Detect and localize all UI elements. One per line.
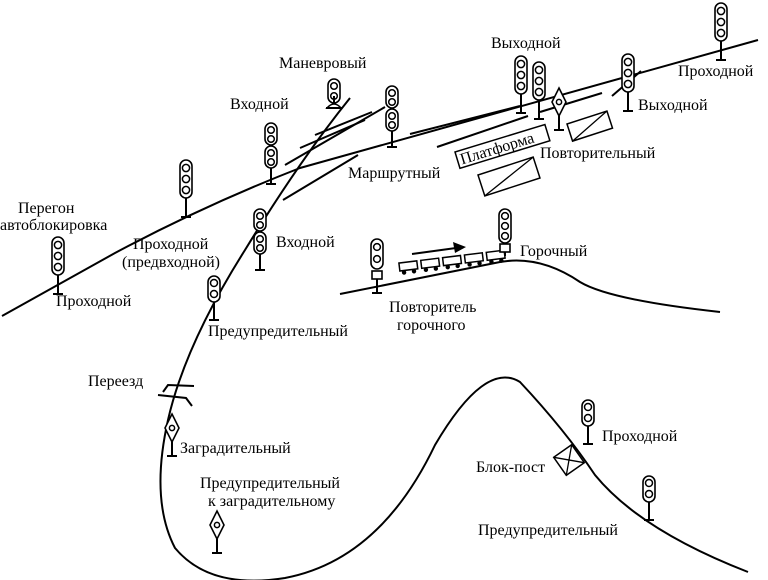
label-blok-post: Блок-пост bbox=[476, 459, 545, 476]
signal-prohodnoy-left bbox=[51, 236, 65, 295]
label-preduprezhd-zag: Предупредительный bbox=[200, 475, 340, 492]
station-track bbox=[284, 106, 386, 166]
label-marshrutny: Маршрутный bbox=[348, 165, 441, 182]
signal-prohodnoy-right bbox=[581, 399, 595, 445]
level-crossing-mark bbox=[157, 383, 195, 407]
station-track bbox=[539, 92, 603, 113]
station-track bbox=[436, 115, 529, 148]
signal-preduprezhd-bottom bbox=[642, 475, 656, 521]
label-vyhodnoy-top: Выходной bbox=[491, 35, 561, 52]
signal-vhodnoy-top bbox=[264, 122, 278, 185]
label-preduprezhd-top: Предупредительный bbox=[208, 323, 348, 340]
label-peregon: Перегон bbox=[18, 200, 75, 217]
label-prohodnoy-predvhodnoy: Проходной bbox=[133, 236, 209, 253]
signal-prohodnoy-predvhodnoy bbox=[179, 159, 193, 218]
label-prohodnoy-top: Проходной bbox=[678, 63, 754, 80]
train bbox=[398, 249, 506, 275]
signal-povtoritel-gorochnogo bbox=[370, 238, 384, 294]
signal-gorochny bbox=[498, 208, 512, 256]
label-gorochny: Горочный bbox=[520, 243, 588, 260]
signal-vyhodnoy-right bbox=[621, 53, 635, 112]
label-pereezd: Переезд bbox=[88, 373, 143, 390]
main-line bbox=[1, 39, 759, 317]
hump-line bbox=[339, 259, 721, 313]
curved-branch bbox=[159, 97, 749, 580]
label-vhodnoy-mid: Входной bbox=[276, 234, 335, 251]
label-k-zagraditelnomu: к заградительному bbox=[208, 493, 335, 510]
tracks bbox=[1, 39, 759, 580]
station-building bbox=[566, 110, 614, 143]
label-vyhodnoy-right: Выходной bbox=[638, 97, 708, 114]
signal-preduprezhd-top bbox=[207, 275, 221, 321]
station-track bbox=[282, 154, 359, 201]
station-building bbox=[477, 156, 541, 197]
label-gorochnogo: горочного bbox=[397, 317, 466, 334]
block-post-building bbox=[552, 443, 586, 477]
label-avtoblokirovka: автоблокировка bbox=[0, 217, 107, 234]
label-preduprezhd-bottom: Предупредительный bbox=[478, 522, 618, 539]
signal-preduprezhd-zagraditelnomu bbox=[209, 510, 225, 554]
label-prohodnoy-left: Проходной bbox=[56, 293, 132, 310]
label-povtoritel: Повторитель bbox=[389, 299, 476, 316]
label-manevrovy: Маневровый bbox=[279, 55, 367, 72]
label-povtoritelny: Повторительный bbox=[540, 145, 656, 162]
signal-manevrovy bbox=[325, 78, 343, 109]
station-track bbox=[299, 119, 366, 149]
label-predvhodnoy: (предвходной) bbox=[122, 254, 220, 271]
signal-vhodnoy-mid bbox=[253, 208, 267, 271]
label-prohodnoy-right: Проходной bbox=[602, 428, 678, 445]
label-zagraditelny: Заградительный bbox=[180, 440, 291, 457]
label-vhodnoy-top: Входной bbox=[230, 96, 289, 113]
signal-marshrutny bbox=[385, 85, 399, 148]
station-track bbox=[409, 105, 521, 135]
platform: Платформа bbox=[454, 123, 551, 170]
station-track bbox=[314, 111, 373, 136]
direction-arrow bbox=[411, 242, 466, 255]
